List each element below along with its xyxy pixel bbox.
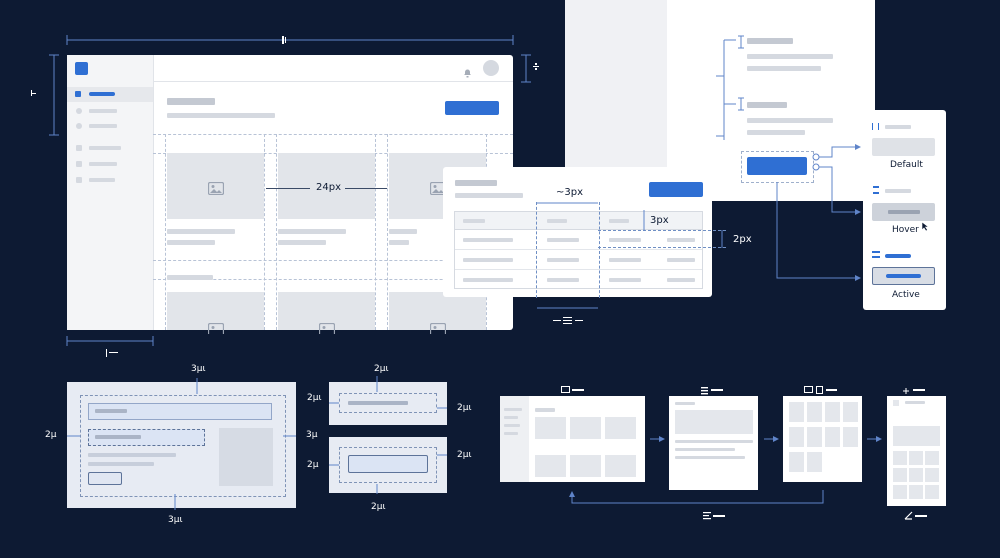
data-table	[454, 202, 703, 298]
mobile-icon	[903, 380, 927, 399]
card2-right-label: 2μι	[457, 450, 472, 460]
bell-icon[interactable]	[463, 63, 472, 78]
card-right-label: 2μι	[457, 403, 472, 413]
padding-right-label: 3μ	[306, 430, 318, 440]
table-wireframe: ~3px 3px	[443, 167, 726, 298]
monitor-tablet-icon	[804, 380, 838, 399]
header-bar	[153, 55, 513, 82]
spacing-button[interactable]	[88, 472, 122, 485]
cell-padding-label: 2px	[733, 234, 752, 245]
sidebar-item-icon	[75, 91, 81, 97]
sidebar	[67, 55, 154, 330]
image-icon	[207, 180, 225, 199]
desktop-layout	[500, 396, 645, 482]
cursor-icon	[921, 217, 930, 236]
default-label: Default	[890, 160, 923, 170]
input-spacing-card	[329, 382, 447, 425]
padding-bottom-label: 3μι	[168, 515, 183, 525]
image-icon	[429, 319, 447, 338]
primary-button[interactable]	[445, 101, 499, 115]
card-top-label: 2μι	[374, 364, 389, 374]
spacing-demo-button[interactable]	[348, 455, 428, 473]
hover-label: Hover	[892, 225, 919, 235]
padding-top-label: 3μι	[191, 364, 206, 374]
active-label: Active	[892, 290, 920, 300]
image-icon	[207, 319, 225, 338]
image-icon	[318, 319, 336, 338]
dashboard-wireframe: 24px	[67, 55, 513, 337]
avatar-icon[interactable]	[483, 60, 499, 76]
default-state-button[interactable]	[872, 138, 935, 156]
states-panel: Default Hover Active	[863, 110, 946, 310]
mobile-layout	[887, 396, 946, 506]
card-image	[167, 153, 264, 219]
outline-primary-button[interactable]	[747, 157, 807, 175]
column-gap-label: ~3px	[556, 187, 584, 198]
padding-left-label: 2μ	[45, 430, 57, 440]
card2-bottom-label: 2μι	[371, 502, 386, 512]
gutter-label: 24px	[316, 182, 341, 193]
button-spacing-card	[329, 437, 447, 493]
card-left-label: 2μι	[307, 393, 322, 403]
row-gap-label: 3px	[650, 215, 669, 226]
table-action-button[interactable]	[649, 182, 703, 197]
card-image	[278, 153, 375, 219]
app-logo	[75, 62, 88, 75]
tablet-grid-layout	[783, 396, 862, 482]
spacing-panel	[67, 382, 296, 508]
tablet-icon	[701, 380, 725, 399]
card2-left-label: 2μ	[307, 460, 319, 470]
tablet-layout	[669, 396, 758, 490]
monitor-icon	[561, 380, 585, 399]
